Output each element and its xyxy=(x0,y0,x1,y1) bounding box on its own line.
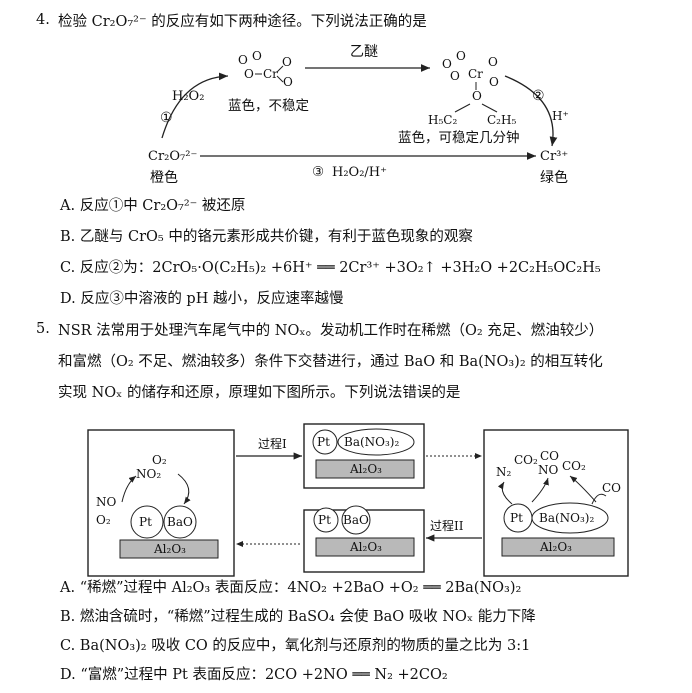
process-1-label: 过程I xyxy=(258,436,287,451)
ether-label: 乙醚 xyxy=(350,44,378,60)
svg-text:O: O xyxy=(489,75,499,89)
svg-text:CO₂: CO₂ xyxy=(562,459,586,473)
step1-label: ① xyxy=(160,110,173,126)
q5-option-a: A. “稀燃”过程中 Al₂O₃ 表面反应：4NO₂ +2BaO +O₂ ══ … xyxy=(60,580,522,596)
svg-text:Al₂O₃: Al₂O₃ xyxy=(153,542,186,556)
storage-state-box xyxy=(303,423,425,489)
rich-burn-box xyxy=(483,429,629,577)
svg-text:Al₂O₃: Al₂O₃ xyxy=(539,540,572,554)
svg-text:O₂: O₂ xyxy=(152,453,167,467)
h-plus-label: H⁺ xyxy=(552,109,569,123)
cr-atom-label: Cr xyxy=(263,67,278,81)
svg-text:NO: NO xyxy=(96,495,117,509)
step2-label: ② xyxy=(532,88,545,104)
path2-arrow xyxy=(504,75,558,147)
question-5-stem-line-2: 和富燃（O₂ 不足、燃油较多）条件下交替进行，通过 BaO 和 Ba(NO₃)₂… xyxy=(58,354,603,370)
h2o2-label: H₂O₂ xyxy=(172,89,204,104)
svg-text:O: O xyxy=(238,53,248,67)
q4-option-b: B. 乙醚与 CrO₅ 中的铬元素形成共价键，有利于蓝色现象的观察 xyxy=(60,229,473,245)
svg-text:H₅C₂: H₅C₂ xyxy=(428,113,457,127)
q4-option-c: C. 反应②为：2CrO₅·O(C₂H₅)₂ +6H⁺ ══ 2Cr³⁺ +3O… xyxy=(60,260,601,276)
start-color: 橙色 xyxy=(150,169,178,186)
svg-text:Al₂O₃: Al₂O₃ xyxy=(349,462,382,476)
svg-text:O: O xyxy=(283,75,293,89)
svg-text:BaO: BaO xyxy=(167,515,193,529)
svg-text:Ba(NO₃)₂: Ba(NO₃)₂ xyxy=(344,435,399,449)
svg-text:O: O xyxy=(442,57,452,71)
lean-burn-box xyxy=(87,429,235,577)
svg-text:O: O xyxy=(472,89,482,103)
cro5-note: 蓝色，不稳定 xyxy=(228,97,309,114)
q4-option-d: D. 反应③中溶液的 pH 越小，反应速率越慢 xyxy=(60,291,344,307)
svg-text:Ba(NO₃)₂: Ba(NO₃)₂ xyxy=(539,511,594,525)
svg-text:Cr: Cr xyxy=(468,67,483,81)
path1-arrow xyxy=(161,72,229,139)
svg-text:CO: CO xyxy=(540,449,559,463)
svg-text:CO₂: CO₂ xyxy=(514,453,538,467)
svg-text:O: O xyxy=(450,69,460,83)
svg-text:O: O xyxy=(282,55,292,69)
q5-option-d: D. “富燃”过程中 Pt 表面反应：2CO +2NO ══ N₂ +2CO₂ xyxy=(60,667,448,683)
question-5-stem-line-1: NSR 法常用于处理汽车尾气中的 NOₓ。发动机工作时在稀燃（O₂ 充足、燃油较… xyxy=(58,323,604,339)
svg-text:Pt: Pt xyxy=(510,511,523,525)
step3-label: ③ xyxy=(312,164,324,180)
q5-option-b: B. 燃油含硫时，“稀燃”过程生成的 BaSO₄ 会使 BaO 吸收 NOₓ 能… xyxy=(60,609,536,625)
alumina-support-left xyxy=(119,539,219,559)
svg-text:CO: CO xyxy=(602,481,621,495)
svg-text:C₂H₅: C₂H₅ xyxy=(487,113,516,127)
cro5-ether-complex: OO O Cr OO O H₅C₂ C₂H₅ xyxy=(428,49,516,127)
nsr-process-diagram: Al₂O₃ Pt BaO O₂ NO₂ NO O₂ 过程I Pt Ba(NO₃)… xyxy=(87,423,629,577)
end-species: Cr³⁺ xyxy=(540,149,568,164)
svg-text:N₂: N₂ xyxy=(496,465,512,479)
svg-text:Pt: Pt xyxy=(317,435,330,449)
step3-reagent: H₂O₂/H⁺ xyxy=(332,165,387,180)
complex-note: 蓝色，可稳定几分钟 xyxy=(398,129,520,146)
question-5-number: 5. xyxy=(36,321,50,337)
svg-text:NO: NO xyxy=(538,463,559,477)
svg-text:Pt: Pt xyxy=(318,513,331,527)
start-species: Cr₂O₇²⁻ xyxy=(148,149,197,164)
question-5-stem-line-3: 实现 NOₓ 的储存和还原，原理如下图所示。下列说法错误的是 xyxy=(58,385,461,401)
svg-text:NO₂: NO₂ xyxy=(136,467,161,481)
process-2-label: 过程II xyxy=(430,518,464,533)
svg-text:BaO: BaO xyxy=(343,513,369,527)
svg-text:O: O xyxy=(252,49,262,63)
question-4-number: 4. xyxy=(36,12,50,28)
q5-option-c: C. Ba(NO₃)₂ 吸收 CO 的反应中，氧化剂与还原剂的物质的量之比为 3… xyxy=(60,638,531,654)
svg-text:O₂: O₂ xyxy=(96,513,111,527)
svg-text:Al₂O₃: Al₂O₃ xyxy=(349,540,382,554)
svg-text:O: O xyxy=(488,55,498,69)
svg-text:Pt: Pt xyxy=(139,515,152,529)
end-color: 绿色 xyxy=(540,169,568,186)
question-4-stem: 检验 Cr₂O₇²⁻ 的反应有如下两种途径。下列说法正确的是 xyxy=(58,14,427,30)
svg-text:O: O xyxy=(456,49,466,63)
svg-text:O: O xyxy=(244,67,254,81)
q4-option-a: A. 反应①中 Cr₂O₇²⁻ 被还原 xyxy=(60,198,246,214)
